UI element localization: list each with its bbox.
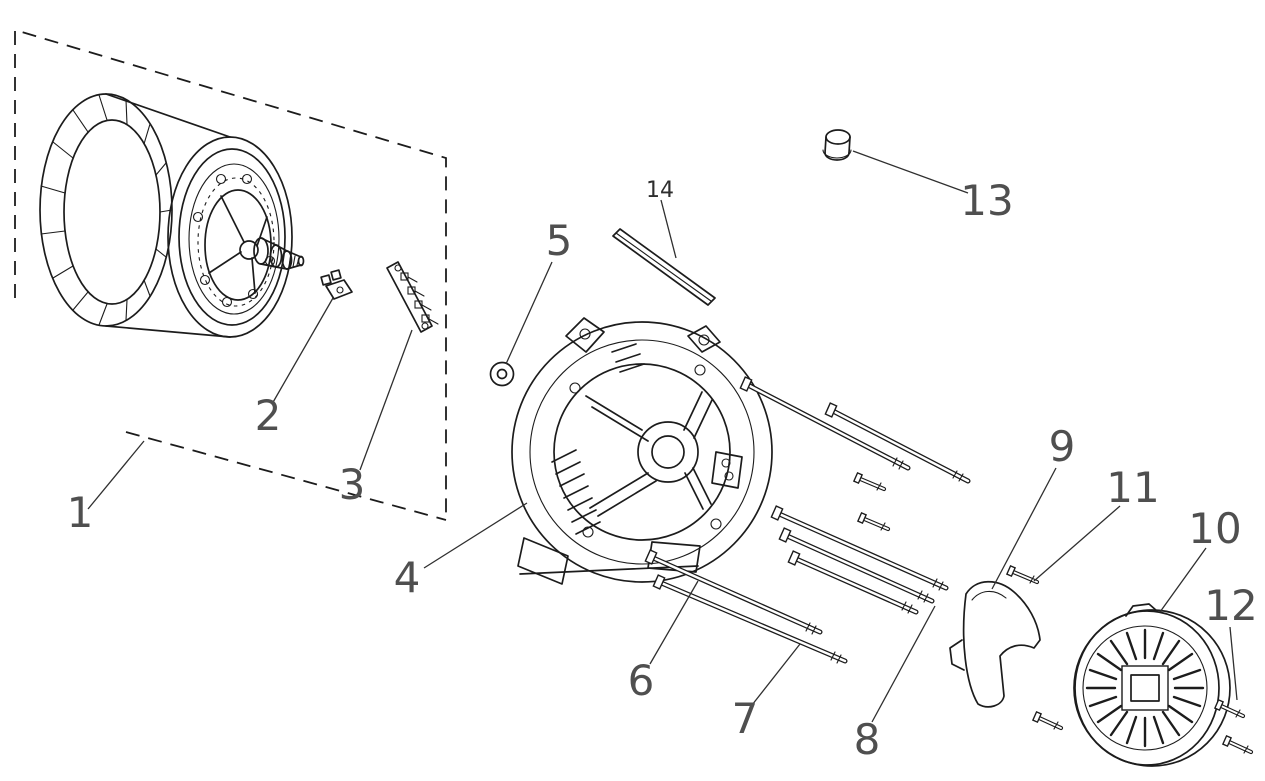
part-label-14: 14 [646, 178, 674, 203]
part-7-bolt [652, 574, 848, 664]
part-label-12: 12 [1204, 581, 1257, 630]
leader-line-5 [505, 261, 553, 365]
leader-line-9 [991, 467, 1057, 590]
part-labels: 1 2 3 4 5 6 7 8 9 10 11 12 13 14 [67, 176, 1258, 764]
part-12-screws [1031, 698, 1254, 755]
part-4-end-bracket [511, 317, 773, 585]
leader-lines [87, 150, 1238, 723]
part-2-connector [320, 269, 353, 300]
part-11-screw [1005, 564, 1040, 585]
part-9-cover [949, 580, 1041, 708]
part-1-motor-assembly [39, 93, 305, 338]
part-8-bolts [739, 376, 971, 615]
leader-line-7 [751, 643, 801, 706]
part-label-5: 5 [546, 216, 573, 265]
part-5-washer [489, 361, 515, 387]
part-label-7: 7 [732, 694, 759, 743]
part-label-11: 11 [1106, 463, 1159, 512]
leader-line-6 [649, 580, 699, 665]
part-label-2: 2 [255, 391, 282, 440]
part-label-13: 13 [960, 176, 1013, 225]
part-label-4: 4 [394, 553, 421, 602]
part-3-terminal-plate [386, 261, 439, 333]
part-1-boundary-dashed [14, 28, 447, 521]
leader-line-8 [871, 605, 936, 723]
part-13-cap [822, 129, 852, 161]
part-14-strip [612, 228, 716, 306]
leader-line-14 [660, 199, 677, 259]
leader-line-11 [1033, 505, 1121, 582]
part-label-3: 3 [339, 460, 366, 509]
leader-line-3 [359, 329, 413, 471]
leader-line-12 [1229, 626, 1238, 701]
part-label-10: 10 [1188, 504, 1241, 553]
part-label-8: 8 [854, 715, 881, 764]
leader-line-13 [852, 150, 969, 194]
part-label-9: 9 [1049, 422, 1076, 471]
leader-line-2 [271, 297, 334, 405]
leader-line-1 [87, 440, 145, 510]
leader-line-10 [1159, 547, 1207, 613]
leader-line-4 [423, 502, 528, 569]
part-10-end-cover [1073, 603, 1231, 767]
part-label-1: 1 [67, 488, 94, 537]
small-screws [852, 471, 891, 532]
part-6-bolt [644, 549, 823, 635]
part-label-6: 6 [628, 656, 655, 705]
